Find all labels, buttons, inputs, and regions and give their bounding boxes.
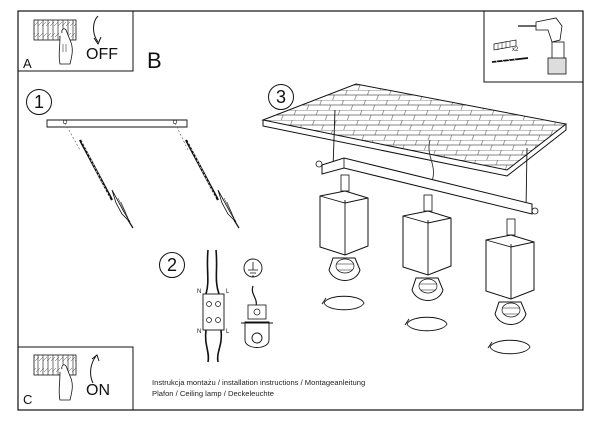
screw-plug-left	[79, 139, 134, 229]
lamp-head-2	[402, 194, 452, 332]
terminal-connector	[202, 293, 225, 331]
lamp-head-3	[485, 218, 535, 355]
wire-live-label-bottom: L	[226, 329, 230, 335]
step-a-box	[18, 11, 134, 72]
arrow-up-icon	[90, 355, 97, 384]
step-3-drawing	[261, 83, 568, 355]
hand-icon	[58, 28, 73, 65]
hand-icon-c	[58, 364, 73, 401]
arrow-down-icon	[93, 15, 99, 43]
screw-left-icon	[315, 160, 323, 168]
step-1-drawing	[46, 119, 240, 229]
step-a-label: A	[23, 56, 32, 71]
step-2-drawing	[202, 249, 273, 363]
wire-live	[215, 249, 220, 295]
step-c-label: C	[23, 392, 33, 407]
terminal-block-icon	[33, 19, 77, 41]
lamp-head-1	[319, 174, 369, 311]
mounting-rail	[46, 119, 188, 128]
wire-live-label: L	[226, 289, 230, 295]
screw-plug-right	[185, 139, 240, 229]
screw-right-icon	[531, 207, 539, 215]
outer-frame	[17, 10, 584, 411]
hanger-right	[525, 147, 528, 211]
step-b-label: B	[147, 48, 162, 73]
wire-neutral-label-bottom: N	[197, 329, 202, 335]
step-1-number: 1	[26, 89, 52, 115]
switch-off-label: OFF	[86, 46, 118, 63]
drill-quantity: x2	[512, 47, 519, 53]
step-2-number: 2	[159, 252, 185, 278]
wire-neutral	[205, 249, 209, 295]
step-c-box	[18, 346, 134, 410]
footer-product: Plafon / Ceiling lamp / Deckeleuchte	[152, 389, 274, 398]
terminal-block-icon-c	[33, 354, 77, 376]
step-3-number: 3	[268, 84, 294, 110]
hanger-left	[332, 109, 336, 169]
wall-plug-icon	[493, 39, 517, 51]
drill-icon	[518, 17, 567, 75]
screw-icon	[491, 57, 529, 65]
drill-box	[483, 11, 583, 83]
switch-on-label: ON	[86, 382, 110, 399]
footer-instructions: Instrukcja montażu / installation instru…	[152, 378, 366, 387]
wire-neutral-label: N	[197, 289, 202, 295]
